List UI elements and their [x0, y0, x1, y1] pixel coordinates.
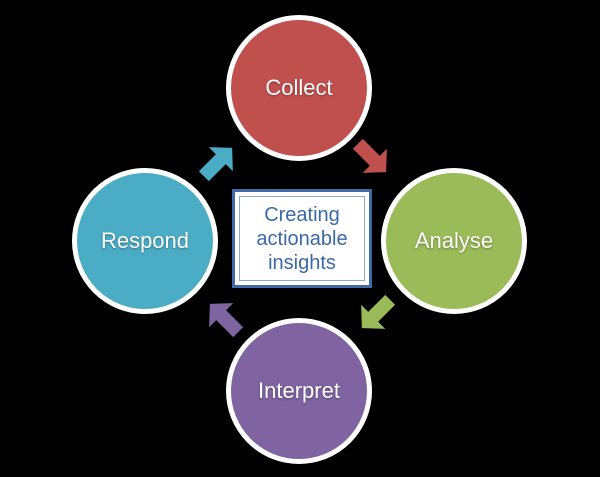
arrow-analyse-to-interpret: [361, 294, 396, 329]
node-analyse: Analyse: [381, 168, 527, 314]
node-collect: Collect: [226, 15, 372, 161]
node-interpret-label: Interpret: [258, 378, 340, 403]
center-box: Creating actionable insights: [232, 189, 372, 288]
center-box-inner: Creating actionable insights: [239, 196, 365, 281]
arrow-respond-to-collect: [198, 147, 233, 182]
node-interpret: Interpret: [226, 318, 372, 464]
arrow-interpret-to-respond: [209, 303, 244, 338]
node-analyse-label: Analyse: [414, 228, 494, 253]
node-respond-label: Respond: [100, 228, 190, 253]
center-text: Creating actionable insights: [256, 203, 348, 274]
node-respond: Respond: [72, 168, 218, 314]
node-collect-label: Collect: [265, 75, 333, 100]
arrow-collect-to-analyse: [352, 138, 387, 173]
